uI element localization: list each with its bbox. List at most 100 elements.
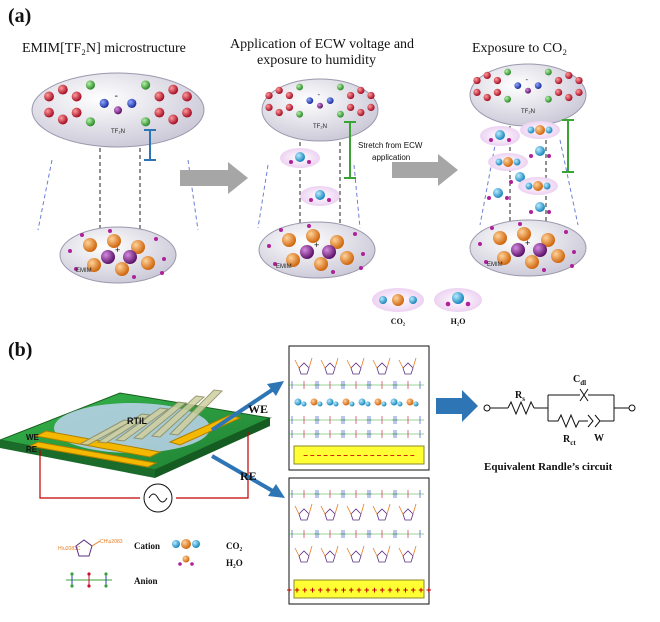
stage2-dash-outer-left bbox=[257, 164, 269, 229]
cation-carbon-atom bbox=[517, 227, 531, 241]
cation-ring bbox=[298, 550, 310, 563]
cation-nitrogen-atom bbox=[101, 250, 115, 264]
stage1-anion-atoms: - bbox=[44, 80, 192, 127]
warburg-label: W bbox=[594, 433, 604, 444]
stretch-label-line1: Stretch from ECW bbox=[358, 141, 423, 150]
we-adsorbed-molecule bbox=[358, 398, 366, 406]
anion-oxygen-atom bbox=[85, 80, 95, 90]
cation-hydrogen-atom bbox=[518, 222, 522, 226]
cation-hydrogen-atom bbox=[331, 270, 335, 274]
cation-hydrogen-atom bbox=[108, 229, 112, 233]
legend-h2o-oxygen bbox=[452, 292, 464, 304]
panel-a-legend: CO₂ H₂O bbox=[372, 288, 482, 326]
cation-chain bbox=[360, 357, 365, 369]
re-contact-pad bbox=[28, 441, 158, 468]
cation-chain bbox=[334, 357, 339, 369]
cation-chain bbox=[360, 503, 365, 515]
stage3-cation-atoms: + bbox=[478, 222, 576, 272]
anion-minus-sign: - bbox=[317, 90, 320, 99]
we-arrow bbox=[210, 384, 280, 432]
stretch-label-line2: application bbox=[372, 153, 410, 162]
cation-hydrogen-atom bbox=[361, 252, 365, 256]
cation-chain bbox=[372, 547, 378, 557]
cation-chain bbox=[386, 545, 391, 557]
randles-circuit: Rs Cdl Rct W Equivalent Randle’s circuit bbox=[483, 374, 636, 473]
cation-carbon-atom bbox=[87, 258, 101, 272]
cation-carbon-atom bbox=[131, 240, 145, 254]
cation-chain bbox=[320, 547, 326, 557]
svg-text:CH\u2083: CH\u2083 bbox=[100, 539, 123, 545]
we-adsorbed-molecule bbox=[310, 398, 318, 406]
rs-label: Rs bbox=[515, 390, 525, 403]
anion-fluorine-atom bbox=[182, 91, 192, 102]
re-electrode-charge: + + + + + + + + + + + + + + + + + + + bbox=[287, 585, 432, 595]
we-adsorbed-molecule bbox=[326, 398, 334, 406]
cation-hydrogen-atom bbox=[132, 275, 136, 279]
cation-carbon-atom bbox=[83, 238, 97, 252]
stage2-anion-label: TF₂N bbox=[313, 124, 327, 130]
we-interface-box: – – – – – – – – – – – – – – – – – bbox=[288, 345, 430, 471]
legend-co2-oxygen-left bbox=[379, 296, 387, 304]
we-ionic-layer bbox=[288, 357, 424, 438]
legend-b-co2-label: CO₂ bbox=[226, 541, 243, 551]
co2-oxygen-atom bbox=[545, 126, 553, 134]
water-hydrogen-atom bbox=[505, 196, 509, 200]
anion-minus-sign: - bbox=[115, 91, 118, 102]
legend-b-h2o-oxygen bbox=[182, 555, 190, 563]
stage3-structure: - TF₂N + EMIM bbox=[469, 63, 587, 277]
cation-chain bbox=[308, 545, 313, 557]
stage2-structure: - TF₂N Stretch from ECW application + EM… bbox=[257, 78, 423, 279]
anion-oxygen-atom bbox=[141, 117, 151, 127]
cation-carbon-atom bbox=[525, 255, 539, 269]
cation-chain bbox=[412, 357, 417, 369]
anion-nitrogen-atom bbox=[317, 102, 323, 109]
anion-oxygen-atom bbox=[337, 110, 344, 118]
co2-carbon-atom bbox=[503, 157, 513, 167]
stage1-dash-outer-right bbox=[187, 159, 199, 231]
re-arrow bbox=[211, 454, 279, 496]
cation-chain bbox=[294, 505, 300, 515]
anion-fluorine-atom bbox=[357, 108, 365, 117]
anion-fluorine-atom bbox=[265, 103, 273, 112]
cation-ring bbox=[350, 550, 362, 563]
anion-fluorine-atom bbox=[44, 91, 54, 102]
electrode-finger bbox=[132, 401, 188, 440]
anion-sulfur-atom bbox=[514, 82, 522, 89]
re-arrow-label: RE bbox=[240, 469, 257, 483]
legend-h2o-hydrogen-left bbox=[445, 301, 451, 307]
cation-chain bbox=[398, 505, 404, 515]
anion-fluorine-atom bbox=[473, 76, 481, 85]
cation-hydrogen-atom bbox=[484, 260, 488, 264]
cation-plus-sign: + bbox=[314, 240, 319, 250]
water-hydrogen-atom bbox=[529, 154, 533, 158]
anion-sulfur-atom bbox=[306, 97, 314, 104]
cation-ring bbox=[324, 508, 336, 521]
cation-hydrogen-atom bbox=[353, 232, 357, 236]
stage3-dash-outer-left bbox=[479, 139, 497, 226]
anion-sulfur-atom bbox=[99, 98, 109, 108]
anion-fluorine-atom bbox=[71, 91, 82, 102]
anion-fluorine-atom bbox=[71, 107, 82, 118]
co2-oxygen-atom bbox=[495, 158, 503, 166]
cation-chain bbox=[398, 359, 404, 369]
anion-oxygen-atom bbox=[141, 80, 151, 90]
water-hydrogen-atom bbox=[547, 154, 551, 158]
cation-chain bbox=[308, 357, 313, 369]
anion-fluorine-atom bbox=[554, 88, 563, 97]
water-hydrogen-atom bbox=[307, 160, 311, 164]
anion-fluorine-atom bbox=[275, 86, 283, 95]
cation-ring bbox=[402, 550, 414, 563]
cation-chain bbox=[334, 503, 339, 515]
anion-fluorine-atom bbox=[168, 114, 179, 125]
panel-b: (b) RTIL WE RE WE RE – – – – – bbox=[0, 339, 636, 605]
cation-hydrogen-atom bbox=[80, 233, 84, 237]
electrode-finger bbox=[168, 389, 224, 436]
anion-nitrogen-atom bbox=[525, 87, 531, 94]
anion-fluorine-atom bbox=[346, 91, 355, 100]
electrode-finger bbox=[150, 395, 206, 438]
stage1-title: EMIM[TF₂N] microstructure bbox=[22, 41, 186, 56]
anion-fluorine-atom bbox=[346, 103, 355, 112]
stage2-cation-atoms: + bbox=[267, 224, 365, 274]
legend-b-h2o-hydrogen-left bbox=[178, 562, 182, 566]
cation-carbon-atom bbox=[340, 251, 354, 265]
